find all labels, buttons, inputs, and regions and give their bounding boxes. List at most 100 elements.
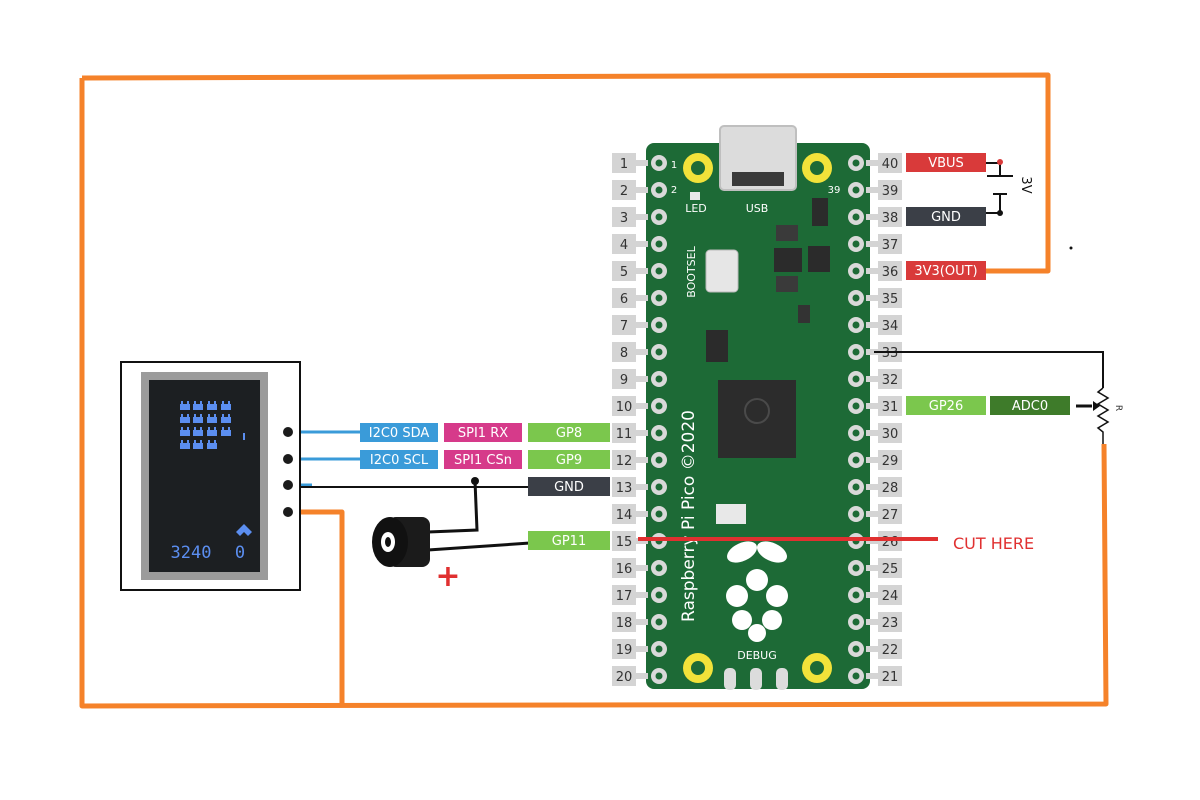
debug-silk-label: DEBUG	[737, 649, 777, 662]
pin-number: 1	[620, 157, 628, 172]
buzzer	[372, 517, 430, 567]
pin-number: 29	[882, 454, 899, 469]
invader-formation	[180, 401, 231, 449]
pin-number: 11	[616, 427, 633, 442]
svg-text:GND: GND	[931, 210, 961, 225]
pin-30: 30	[848, 423, 902, 443]
pin-17: 17	[612, 585, 667, 605]
pin-3: 3	[612, 207, 667, 227]
pin-number: 39	[882, 184, 899, 199]
label-i2c-sda: I2C0 SDA	[360, 423, 438, 442]
oled-pin-scl	[283, 454, 293, 464]
svg-text:ADC0: ADC0	[1012, 399, 1048, 414]
invader-icon	[207, 401, 217, 410]
orange-wire-loop	[79, 72, 1109, 709]
pin-number: 22	[882, 643, 899, 658]
label-gp9: GP9	[528, 450, 610, 469]
pin-number: 24	[882, 589, 899, 604]
display-score: 3240	[171, 543, 212, 563]
svg-text:GP8: GP8	[556, 426, 582, 441]
invader-icon	[207, 427, 217, 436]
bootsel-silk-label: BOOTSEL	[685, 245, 698, 297]
pin-31: 31	[848, 396, 902, 416]
pin-18: 18	[612, 612, 667, 632]
potentiometer-label: R	[1113, 405, 1123, 411]
pin-24: 24	[848, 585, 902, 605]
pin-number: 10	[616, 400, 633, 415]
cut-here-label: CUT HERE	[953, 534, 1034, 553]
svg-text:I2C0 SCL: I2C0 SCL	[370, 453, 429, 468]
pin-21: 21	[848, 666, 902, 686]
invader-icon	[207, 414, 217, 423]
rp2040-chip	[718, 380, 796, 458]
signal-wires	[290, 162, 1104, 552]
oled-pin-sda	[283, 427, 293, 437]
oled-module: 3240 0	[120, 361, 301, 591]
label-vbus: VBUS	[906, 153, 986, 172]
buzzer-plus-sign: +	[435, 559, 460, 594]
pin-5: 5	[612, 261, 667, 281]
pin-10: 10	[612, 396, 667, 416]
label-gnd-13: GND	[528, 477, 610, 496]
debug-pad	[716, 504, 746, 524]
battery-label: 3V	[1018, 176, 1033, 193]
pin-14: 14	[612, 504, 667, 524]
pin-4: 4	[612, 234, 667, 254]
pin-22: 22	[848, 639, 902, 659]
invader-icon	[221, 427, 231, 436]
pin-23: 23	[848, 612, 902, 632]
pin-12: 12	[612, 450, 667, 470]
pin-number: 25	[882, 562, 899, 577]
pin-number: 30	[882, 427, 899, 442]
invader-icon	[180, 414, 190, 423]
pin-number: 9	[620, 373, 628, 388]
pin-number: 27	[882, 508, 899, 523]
svg-text:GP26: GP26	[929, 399, 963, 414]
pin-number: 19	[616, 643, 633, 658]
pin-25: 25	[848, 558, 902, 578]
pin-number: 33	[882, 346, 899, 361]
pin-number: 2	[620, 184, 628, 199]
label-gnd-38: GND	[906, 207, 986, 226]
svg-text:GND: GND	[554, 480, 584, 495]
battery-symbol	[987, 175, 1013, 195]
label-gp8: GP8	[528, 423, 610, 442]
pin-number: 28	[882, 481, 899, 496]
pin-number: 13	[616, 481, 633, 496]
invader-icon	[193, 414, 203, 423]
pin-13: 13	[612, 477, 667, 497]
oled-pin-gnd	[283, 480, 293, 490]
bootsel-button	[705, 249, 739, 293]
pin-2: 2	[612, 180, 667, 200]
invader-icon	[193, 440, 203, 449]
invader-icon	[180, 440, 190, 449]
display-lives: 0	[235, 543, 245, 563]
pin-number: 34	[882, 319, 899, 334]
label-gp26: GP26	[906, 396, 986, 415]
potentiometer	[1096, 387, 1110, 444]
pin-number: 32	[882, 373, 899, 388]
label-spi-csn: SPI1 CSn	[444, 450, 522, 469]
pin2-silk-label: 2	[671, 185, 677, 196]
pin-number: 38	[882, 211, 899, 226]
pin-number: 40	[882, 157, 899, 172]
pin-number: 8	[620, 346, 628, 361]
pin-number: 36	[882, 265, 899, 280]
pin-number: 20	[616, 670, 633, 685]
svg-text:GP11: GP11	[552, 534, 586, 549]
invader-icon	[180, 401, 190, 410]
label-gp11: GP11	[528, 531, 610, 550]
pin-7: 7	[612, 315, 667, 335]
pin-11: 11	[612, 423, 667, 443]
invader-icon	[180, 427, 190, 436]
pin-number: 23	[882, 616, 899, 631]
pin-39: 39	[848, 180, 902, 200]
svg-text:VBUS: VBUS	[928, 156, 964, 171]
usb-silk-label: USB	[746, 202, 769, 215]
pin-number: 6	[620, 292, 628, 307]
pin-36: 36	[848, 261, 902, 281]
pin-number: 35	[882, 292, 899, 307]
label-3v3-out: 3V3(OUT)	[906, 261, 986, 280]
pin-40: 40	[848, 153, 902, 173]
